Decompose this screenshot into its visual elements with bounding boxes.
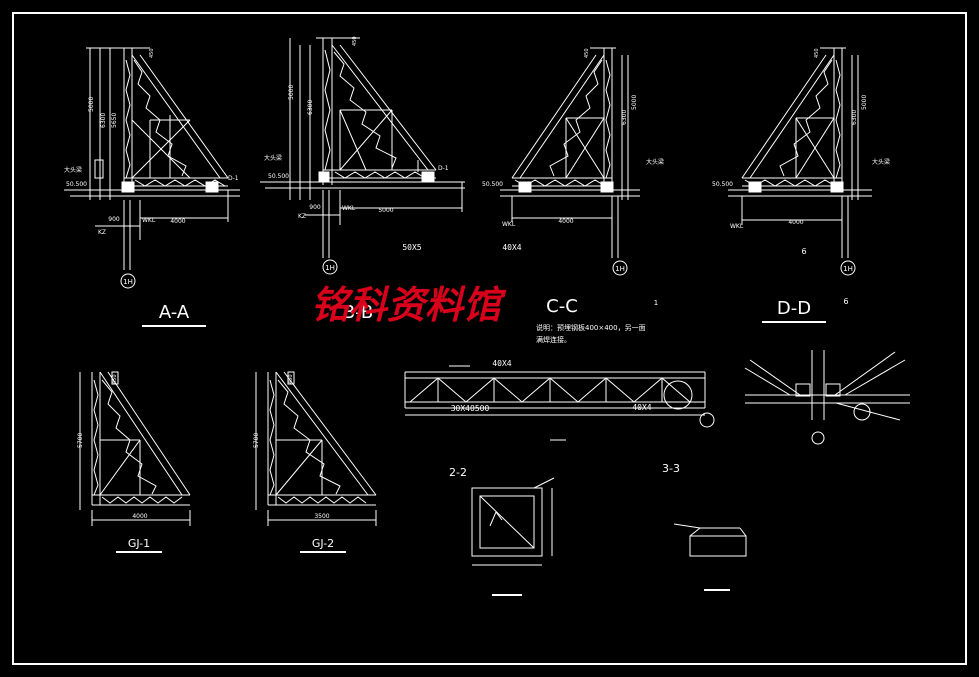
detail-22 xyxy=(471,477,555,596)
dim-cc-top: 450 xyxy=(584,48,590,58)
detail-title-33: 3-3 xyxy=(662,462,680,475)
dim-gj2-width: 3500 xyxy=(314,513,329,520)
mark-6-b: 6 xyxy=(843,297,848,306)
section-title-aa: A-A xyxy=(159,302,190,323)
section-bb xyxy=(260,37,465,275)
member-40x4-b: 40X4 xyxy=(492,359,511,368)
member-40x4-c: 40X4 xyxy=(632,403,651,412)
mark-1: 1 xyxy=(654,299,658,307)
horizontal-truss xyxy=(404,365,715,441)
axis-mark-dd: 1H xyxy=(843,265,853,273)
axis-mark-bb: 1H xyxy=(325,264,335,272)
section-dd xyxy=(728,47,872,276)
section-title-bb: B-B xyxy=(343,302,374,323)
dim-aa-top: 450 xyxy=(149,48,155,58)
member-chord: 30X40500 xyxy=(451,404,490,413)
dim-dd-top: 450 xyxy=(814,48,820,58)
dim-aa-d1: D-1 xyxy=(228,175,239,182)
dim-gj2-top: 450 xyxy=(288,374,294,384)
truss-gj2 xyxy=(255,371,377,526)
drawing-frame xyxy=(12,12,967,665)
section-aa xyxy=(64,47,240,289)
dim-cc-beam: 大头梁 xyxy=(646,158,664,166)
member-40x4-a: 40X4 xyxy=(502,243,521,252)
truss-title-gj2: GJ-2 xyxy=(312,537,334,550)
member-50x5: 50X5 xyxy=(402,243,421,252)
dim-bb-height2: 6300 xyxy=(307,100,314,115)
dim-gj1-top: 450 xyxy=(112,374,118,384)
dim-dd-height2: 5000 xyxy=(861,95,868,110)
dim-dd-elev: 50.500 xyxy=(712,181,733,188)
mark-6-a: 6 xyxy=(801,247,806,256)
dim-bb-height: 5000 xyxy=(288,85,295,100)
node-detail xyxy=(744,350,910,445)
axis-mark-aa: 1H xyxy=(123,278,133,286)
dim-bb-900: 900 xyxy=(309,204,321,211)
dim-aa-height2: 6300 xyxy=(100,113,107,128)
dim-cc-wkl: WKL xyxy=(502,221,516,228)
dim-aa-wkl: WKL xyxy=(142,217,156,224)
dim-cc-height: 6300 xyxy=(621,110,628,125)
axis-mark-cc: 1H xyxy=(615,265,625,273)
dim-dd-wkl: WKL xyxy=(730,223,744,230)
dim-aa-height: 5000 xyxy=(88,97,95,112)
dim-bb-kz: KZ xyxy=(298,213,306,220)
dim-bb-beam: 大头梁 xyxy=(264,154,282,162)
dim-gj1-width: 4000 xyxy=(132,513,147,520)
dim-aa-900: 900 xyxy=(108,216,120,223)
section-cc xyxy=(500,47,640,276)
dim-bb-wkl: WKL xyxy=(342,205,356,212)
dim-aa-width: 4000 xyxy=(170,218,185,225)
dim-gj1-height: 5700 xyxy=(77,433,84,448)
dim-gj2-height: 5700 xyxy=(253,433,260,448)
dim-bb-elev: 50.500 xyxy=(268,173,289,180)
note-line-1: 说明：预埋钢板400×400，另一面 xyxy=(536,323,646,332)
dim-cc-width: 4000 xyxy=(558,218,573,225)
truss-gj1 xyxy=(79,371,191,526)
dim-dd-width: 4000 xyxy=(788,219,803,226)
section-title-dd: D-D xyxy=(777,298,811,319)
dim-bb-top: 450 xyxy=(352,36,358,46)
dim-aa-sub: 5650 xyxy=(111,113,118,128)
dim-cc-height2: 5000 xyxy=(631,95,638,110)
dim-cc-elev: 50.500 xyxy=(482,181,503,188)
truss-title-gj1: GJ-1 xyxy=(128,537,150,550)
dim-aa-beam: 大头梁 xyxy=(64,166,82,174)
dim-dd-beam: 大头梁 xyxy=(872,158,890,166)
dim-bb-d1: D-1 xyxy=(438,165,449,172)
watermark-text: 铭科资料馆 xyxy=(311,283,507,327)
dim-bb-width: 5000 xyxy=(378,207,393,214)
dim-aa-elev: 50.500 xyxy=(66,181,87,188)
detail-title-22: 2-2 xyxy=(449,466,467,479)
note-line-2: 满焊连接。 xyxy=(536,335,571,344)
section-title-cc: C-C xyxy=(546,296,578,317)
dim-dd-height: 6300 xyxy=(851,110,858,125)
detail-33 xyxy=(673,523,747,591)
dim-aa-kz: KZ xyxy=(98,229,106,236)
